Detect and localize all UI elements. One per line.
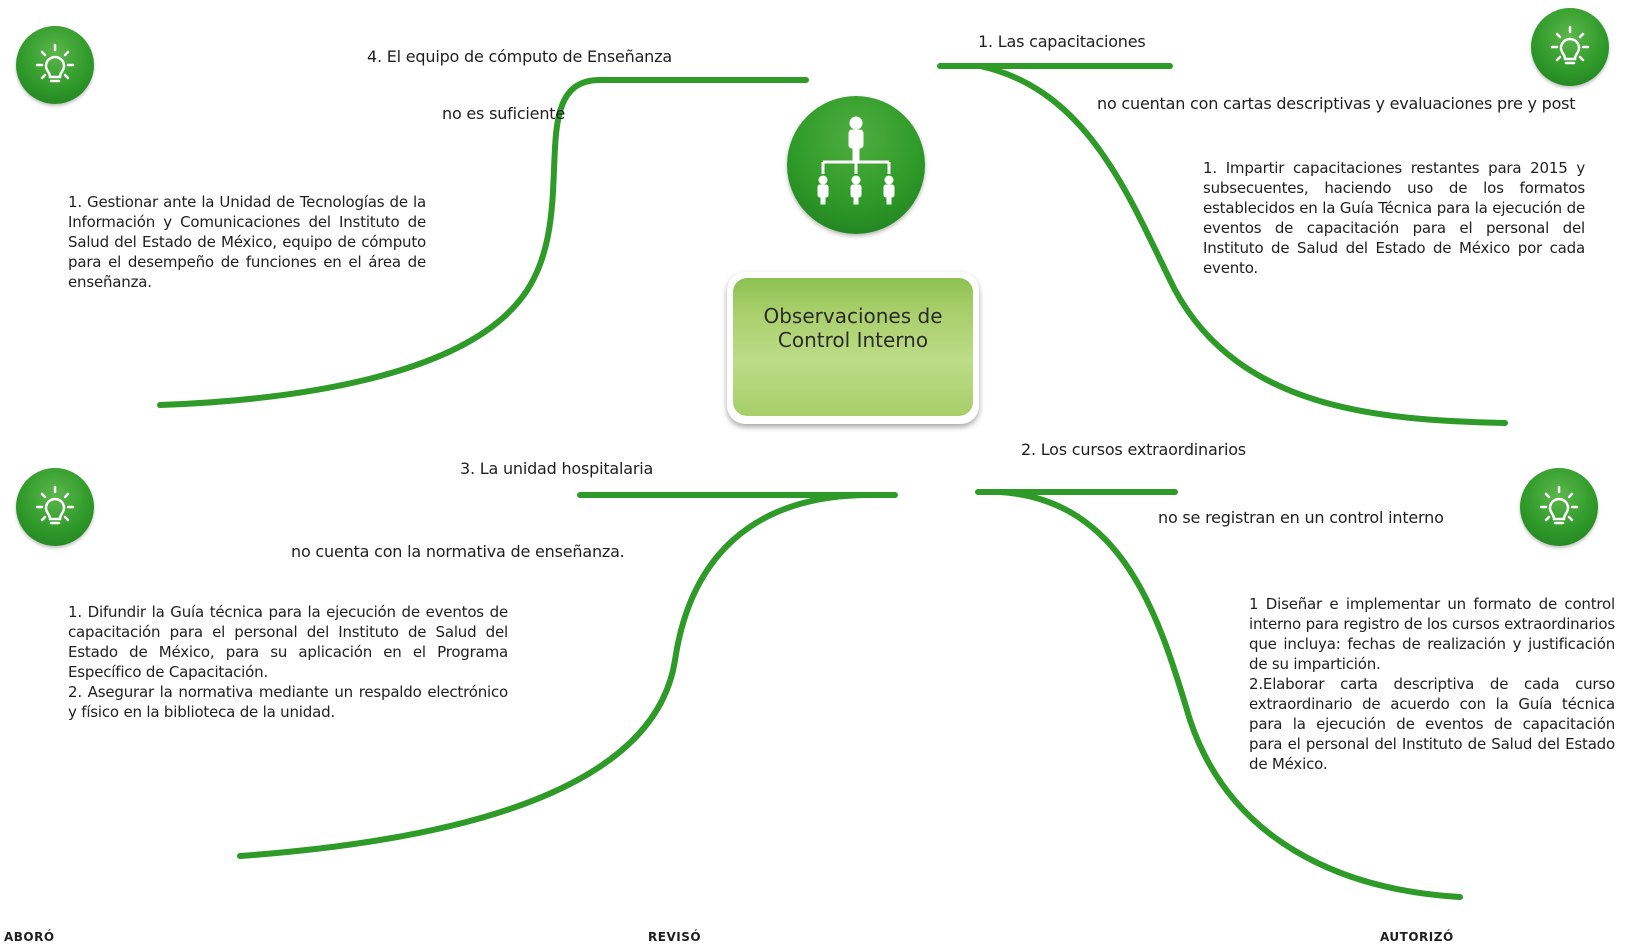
branch-3-actions: 1. Difundir la Guía técnica para la ejec…	[68, 602, 508, 722]
branch-4-actions: 1. Gestionar ante la Unidad de Tecnologí…	[68, 192, 426, 292]
lightbulb-icon	[1520, 468, 1598, 546]
branch-3-heading: 3. La unidad hospitalaria	[460, 459, 654, 478]
footer-reviso: REVISÓ	[648, 930, 702, 944]
branch-3-finding: no cuenta con la normativa de enseñanza.	[291, 542, 625, 561]
branch-3-action-1: 1. Difundir la Guía técnica para la ejec…	[68, 603, 508, 681]
branch-4-action-1: 1. Gestionar ante la Unidad de Tecnologí…	[68, 193, 426, 291]
central-topic-fill	[733, 278, 973, 416]
lightbulb-icon	[16, 468, 94, 546]
central-topic-title: Observaciones de Control Interno	[727, 304, 979, 352]
branch-4-line	[157, 77, 809, 408]
branch-1-action-1: 1. Impartir capacitaciones restantes par…	[1203, 159, 1585, 277]
branch-2-line	[975, 489, 1463, 900]
branch-2-action-2: 2.Elaborar carta descriptiva de cada cur…	[1249, 675, 1615, 773]
branch-2-actions: 1 Diseñar e implementar un formato de co…	[1249, 594, 1615, 774]
branch-2-finding: no se registran en un control interno	[1158, 508, 1444, 527]
central-topic: Observaciones de Control Interno	[727, 272, 979, 424]
footer-autorizo: AUTORIZÓ	[1380, 930, 1454, 944]
branch-1-finding: no cuentan con cartas descriptivas y eva…	[1097, 94, 1576, 113]
branch-3-action-2: 2. Asegurar la normativa mediante un res…	[68, 683, 508, 721]
lightbulb-icon	[1531, 8, 1609, 86]
branch-4-finding: no es suficiente	[442, 104, 565, 123]
branch-4-heading: 4. El equipo de cómputo de Enseñanza	[367, 47, 672, 66]
org-chart-icon	[787, 96, 925, 234]
branch-1-actions: 1. Impartir capacitaciones restantes par…	[1203, 158, 1585, 278]
branch-1-line	[937, 63, 1508, 426]
branch-3-line	[237, 492, 898, 859]
central-title-line-1: Observaciones de	[763, 304, 943, 328]
footer-elaboro: ABORÓ	[4, 930, 55, 944]
branch-1-heading: 1. Las capacitaciones	[978, 32, 1146, 51]
branch-2-heading: 2. Los cursos extraordinarios	[1021, 440, 1246, 459]
central-title-line-2: Control Interno	[777, 328, 929, 352]
lightbulb-icon	[16, 26, 94, 104]
branch-2-action-1: 1 Diseñar e implementar un formato de co…	[1249, 595, 1615, 673]
